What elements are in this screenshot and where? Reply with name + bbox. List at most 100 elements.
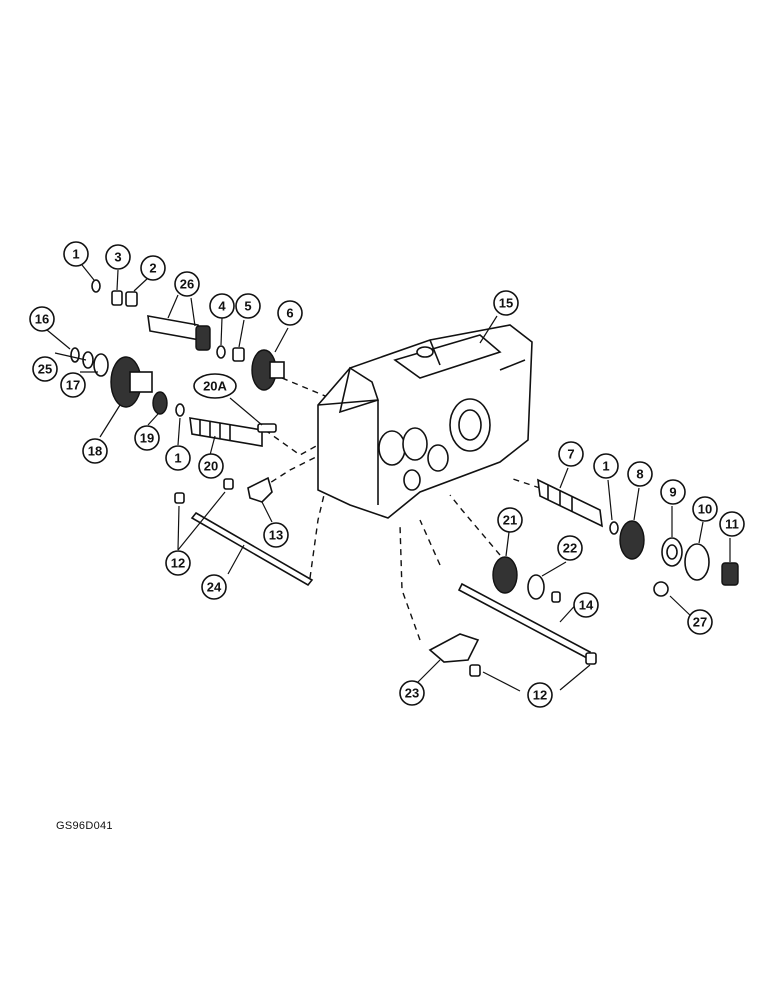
gear-18-hub (129, 371, 153, 393)
svg-text:10: 10 (698, 502, 712, 517)
svg-text:1: 1 (72, 247, 79, 262)
callout-20: 20 (198, 453, 224, 479)
bushing-5 (232, 347, 245, 362)
callout-10: 10 (692, 496, 718, 522)
plug-12a (174, 492, 185, 504)
callout-20A: 20A (193, 373, 237, 399)
gear-6-hub (269, 361, 285, 379)
svg-text:21: 21 (503, 513, 517, 528)
snap-ring-1b (175, 403, 185, 417)
callout-8: 8 (627, 461, 653, 487)
callout-15: 15 (493, 290, 519, 316)
retainer-10 (684, 543, 710, 581)
bearing-17 (93, 353, 109, 377)
callout-1a: 1 (63, 241, 89, 267)
countershaft-assembly (70, 347, 277, 447)
callout-27: 27 (687, 609, 713, 635)
callout-17: 17 (60, 372, 86, 398)
svg-text:1: 1 (602, 459, 609, 474)
svg-text:20: 20 (204, 459, 218, 474)
svg-text:26: 26 (180, 277, 194, 292)
svg-text:19: 19 (140, 431, 154, 446)
shift-rod-24 (190, 511, 314, 587)
svg-text:1: 1 (174, 451, 181, 466)
callout-13: 13 (263, 522, 289, 548)
callout-5: 5 (235, 293, 261, 319)
svg-text:14: 14 (579, 598, 594, 613)
plug-12c (469, 664, 481, 677)
svg-text:12: 12 (171, 556, 185, 571)
plug-12b (223, 478, 234, 490)
svg-text:20A: 20A (203, 379, 227, 394)
callout-25: 25 (32, 356, 58, 382)
snap-ring-16 (70, 347, 80, 363)
left-shift-parts (174, 476, 314, 587)
bearing-3 (111, 290, 123, 306)
output-shaft-assembly (537, 478, 739, 597)
callout-23: 23 (399, 680, 425, 706)
snap-ring-1c (609, 521, 619, 535)
bearing-11 (721, 562, 739, 586)
svg-text:17: 17 (66, 378, 80, 393)
bearing-19 (152, 391, 168, 415)
callout-3: 3 (105, 244, 131, 270)
shift-fork-13 (247, 476, 273, 503)
shaft-20 (189, 417, 263, 447)
svg-text:4: 4 (218, 299, 226, 314)
callout-7: 7 (558, 441, 584, 467)
shaft-gear-26 (195, 325, 211, 351)
svg-text:16: 16 (35, 312, 49, 327)
svg-text:3: 3 (114, 250, 121, 265)
callout-1c: 1 (593, 453, 619, 479)
plug-12d (585, 652, 597, 665)
svg-text:9: 9 (669, 485, 676, 500)
callout-18: 18 (82, 438, 108, 464)
svg-text:27: 27 (693, 615, 707, 630)
callout-11: 11 (719, 511, 745, 537)
callout-21: 21 (497, 507, 523, 533)
bearing-22 (527, 574, 545, 600)
transmission-housing (317, 324, 533, 519)
callout-4: 4 (209, 293, 235, 319)
snap-ring-1 (91, 279, 101, 293)
svg-text:22: 22 (563, 541, 577, 556)
svg-text:12: 12 (533, 688, 547, 703)
svg-text:8: 8 (636, 467, 643, 482)
svg-text:18: 18 (88, 444, 102, 459)
shaft-7 (537, 478, 603, 528)
shaft-26 (147, 315, 201, 341)
callout-6: 6 (277, 300, 303, 326)
svg-text:7: 7 (567, 447, 574, 462)
callout-12a: 12 (165, 550, 191, 576)
shift-fork-23 (428, 633, 480, 663)
leader-lines (46, 264, 731, 692)
callout-1b: 1 (165, 445, 191, 471)
svg-text:25: 25 (38, 362, 52, 377)
svg-text:5: 5 (244, 299, 251, 314)
svg-text:15: 15 (499, 296, 513, 311)
snap-ring-4 (216, 345, 226, 359)
callout-9: 9 (660, 479, 686, 505)
washer-25 (82, 351, 94, 369)
figure-code: GS96D041 (56, 820, 113, 832)
svg-text:13: 13 (269, 528, 283, 543)
bearing-2 (125, 291, 138, 307)
snap-ring-27 (653, 581, 669, 597)
svg-text:11: 11 (725, 517, 739, 532)
lower-shift-parts (428, 556, 597, 677)
svg-text:2: 2 (149, 261, 156, 276)
callout-2: 2 (140, 255, 166, 281)
svg-text:23: 23 (405, 686, 419, 701)
callout-24: 24 (201, 574, 227, 600)
callout-26: 26 (174, 271, 200, 297)
callout-22: 22 (557, 535, 583, 561)
svg-text:24: 24 (207, 580, 222, 595)
gear-21 (492, 556, 518, 594)
callout-19: 19 (134, 425, 160, 451)
callout-12b: 12 (527, 682, 553, 708)
input-shaft-assembly (91, 279, 285, 391)
shift-rod-14 (457, 582, 592, 660)
key-20A (257, 423, 277, 433)
gear-8 (619, 520, 645, 560)
